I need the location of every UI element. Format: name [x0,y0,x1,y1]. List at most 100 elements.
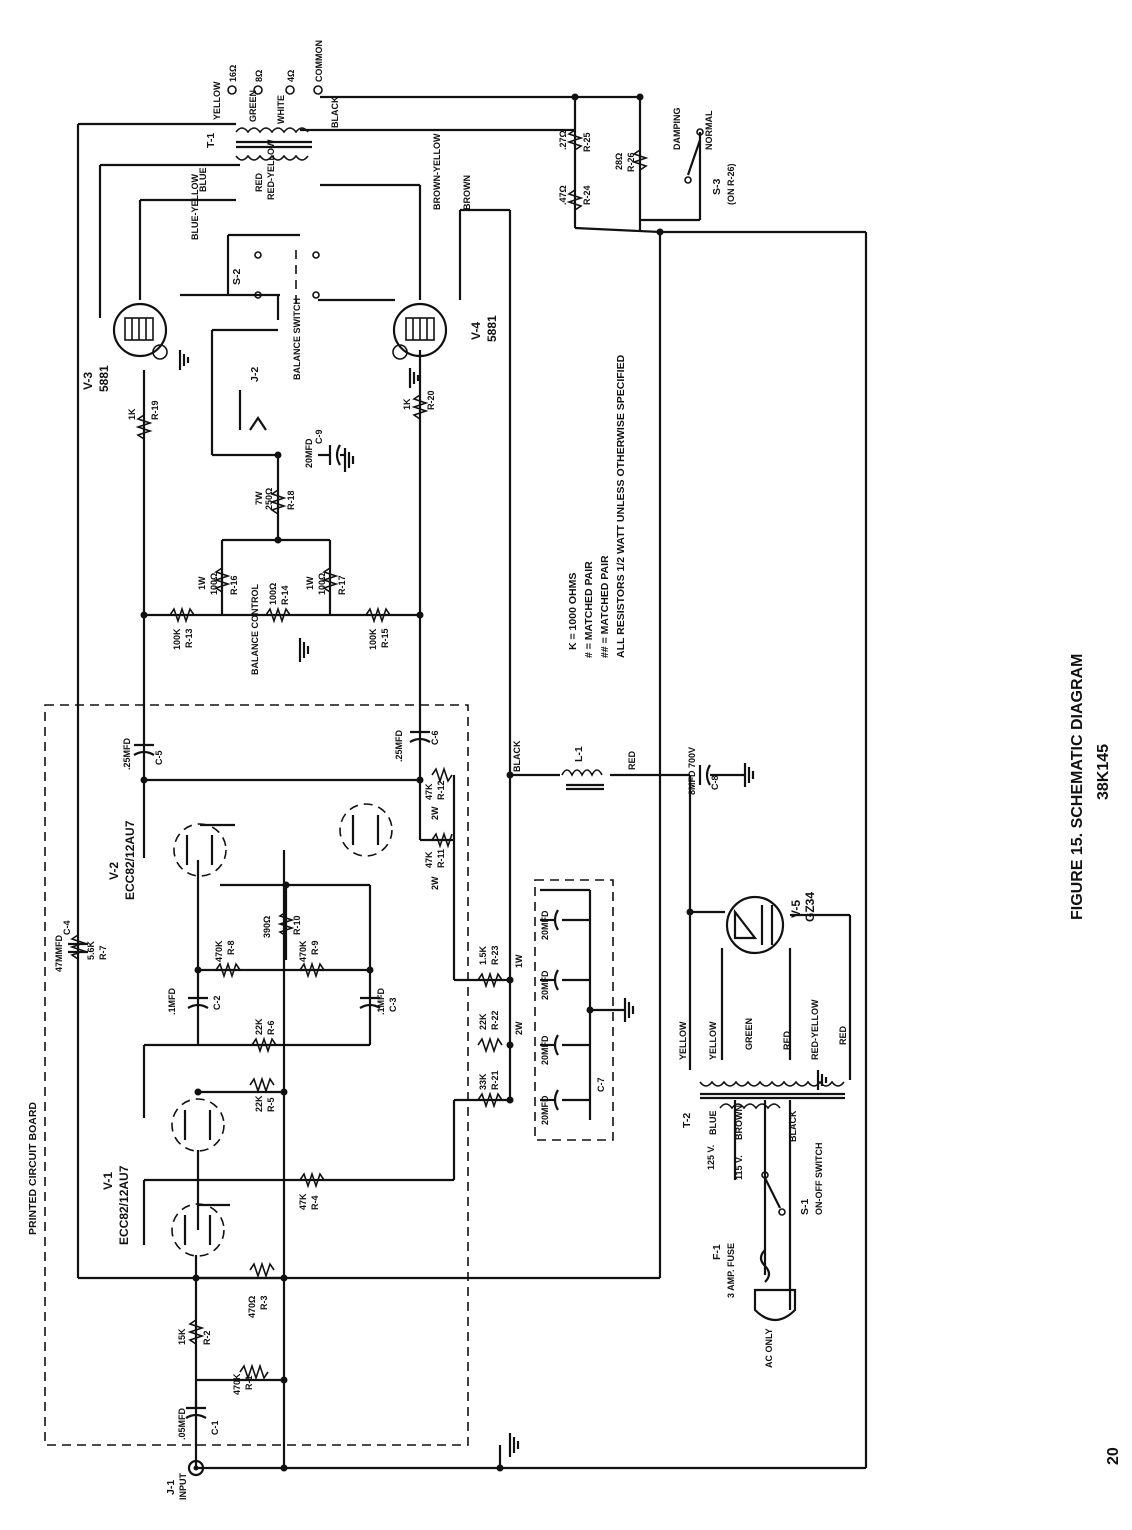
r7-symbol [69,934,87,960]
v5-ref: V-5 [789,900,803,918]
v3-ref: V-3 [81,372,95,390]
r10-symbol [277,911,295,937]
c3-value: .1MFD [376,987,386,1015]
r26-symbol [631,149,649,171]
c9-symbol [318,444,345,466]
j1-ref: J-1 [165,1480,177,1495]
r2-ref: R-2 [202,1330,212,1345]
s3-ref: S-3 [711,179,723,196]
r22-symbol [477,1036,503,1054]
c7-value-2: 20MFD [540,1035,550,1065]
c6-symbol [409,730,431,743]
j2-jack[interactable] [238,390,267,431]
r15-symbol [365,606,391,624]
wire-red-yellow-t2: RED-YELLOW [810,999,820,1060]
c7-symbols [540,909,590,1111]
c9-value: 20MFD [304,438,314,468]
ground-symbols [178,350,828,1457]
note-k: K = 1000 OHMS [567,573,579,650]
r8-symbol [215,961,241,979]
r15-ref: R-15 [380,628,390,648]
r26-value: 28Ω [614,153,624,170]
r21-symbol [477,1091,503,1109]
wire-red-t2: RED [782,1030,792,1050]
tap-8-ohm: 8Ω [254,70,264,82]
r19-symbol [135,414,153,440]
c7-can-outline [534,879,614,1141]
ac-plug [753,1288,797,1322]
s1-on-off-switch[interactable] [761,1171,786,1216]
l1-choke [561,769,604,791]
c5-value: .25MFD [122,737,132,770]
r7-value: 5.6K [86,940,96,960]
wire-brown-t2: BROWN [734,1105,744,1140]
printed-circuit-board-outline [44,704,469,1446]
s1-label: ON-OFF SWITCH [814,1143,824,1216]
f1-label: 3 AMP. FUSE [726,1243,736,1298]
c5-symbol [133,743,155,756]
damping-label: DAMPING [672,108,682,151]
c4-ref: C-4 [62,920,72,935]
r17-value: 100Ω [317,573,327,595]
r20-symbol [411,394,429,420]
c1-ref: C-1 [210,1420,220,1435]
r19-ref: R-19 [150,400,160,420]
r21-ref: R-21 [490,1070,500,1090]
wire-yellow-t2b: YELLOW [708,1021,718,1060]
r23-rating: 1W [514,954,524,968]
s2-balance-switch[interactable] [254,250,320,305]
wire-yellow-t1: YELLOW [212,81,222,120]
r16-rating: 1W [197,576,207,590]
r22-ref: R-22 [490,1010,500,1030]
resistor-symbols [69,129,649,1381]
c3-symbol [359,996,381,1009]
r2-symbol [187,1319,205,1345]
r11-symbol [431,831,453,849]
s3-damping-switch[interactable] [684,128,704,184]
t1-transformer [227,85,323,161]
r22-value: 22K [478,1013,488,1030]
figure-title: FIGURE 15. SCHEMATIC DIAGRAM [1069,654,1086,920]
wire-brown-yellow: BROWN-YELLOW [432,133,442,210]
wire-red-l1: RED [627,750,637,770]
r13-symbol [169,606,195,624]
wire-red-t1: RED [254,172,264,192]
r22-rating: 2W [514,1021,524,1035]
r5-symbol [249,1076,275,1094]
wire-yellow-t2a: YELLOW [678,1021,688,1060]
r6-ref: R-6 [266,1020,276,1035]
r4-value: 47K [298,1193,308,1210]
r21-value: 33K [478,1073,488,1090]
r8-ref: R-8 [226,940,236,955]
r13-ref: R-13 [184,628,194,648]
r16-value: 100Ω [209,573,219,595]
r6-symbol [251,1036,277,1054]
v5-tube [725,895,785,955]
v1-ref: V-1 [101,1172,115,1190]
r9-symbol [299,961,325,979]
c8-ref: C-8 [710,775,720,790]
page-number: 20 [1105,1447,1122,1465]
tap-common: COMMON [314,40,324,82]
s3-note: (ON R-26) [726,163,736,205]
c5-ref: C-5 [154,750,164,765]
r12-value: 47K [424,783,434,800]
capacitor-symbols [68,444,745,1419]
r11-ref: R-11 [436,849,446,868]
j1-input-jack[interactable] [187,1459,205,1477]
note-matched-1: # = MATCHED PAIR [583,561,595,658]
tap-16-ohm: 16Ω [228,65,238,82]
wire-black-t2: BLACK [788,1110,798,1142]
r26-ref: R-26 [626,152,636,172]
note-matched-2: ## = MATCHED PAIR [599,555,611,658]
c7-ref: C-7 [596,1077,606,1092]
r9-ref: R-9 [310,940,320,955]
t2-transformer [699,1080,845,1110]
plug-label: AC ONLY [764,1328,774,1368]
v2-tube [173,803,393,877]
labels: PRINTED CIRCUIT BOARD FIGURE 15. SCHEMAT… [27,40,1122,1500]
r4-symbol [299,1171,325,1189]
r6-value: 22K [254,1018,264,1035]
r4-ref: R-4 [310,1195,320,1210]
l1-ref: L-1 [573,746,585,762]
